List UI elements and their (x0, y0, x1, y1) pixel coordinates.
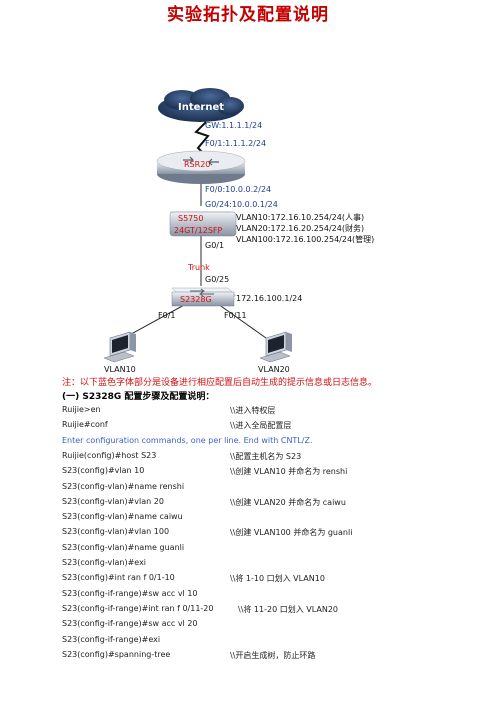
config-command: S23(config-vlan)#name guanli (62, 542, 185, 552)
link-access-left (123, 303, 187, 339)
config-comment: \\开启生成树，防止环路 (230, 650, 316, 660)
config-command: S23(config-vlan)#vlan 100 (62, 527, 170, 537)
config-command: S23(config-vlan)#exi (62, 558, 147, 567)
config-comment: \\配置主机名为 S23 (230, 451, 302, 461)
link-access-right (217, 303, 267, 339)
vlan20-pc-label: VLAN20 (258, 365, 290, 373)
vlan10-svi-label: VLAN10:172.16.10.254/24(人事) (236, 212, 364, 222)
serial-link-icon (194, 121, 210, 155)
vlan100-svi-label: VLAN100:172.16.100.254/24(管理) (236, 234, 374, 244)
internet-label: Internet (178, 102, 224, 113)
page-title: 实验拓扑及配置说明 (167, 5, 329, 25)
router-f01-label: F0/1:1.1.1.2/24 (205, 139, 266, 148)
config-comment: \\进入全局配置层 (230, 421, 292, 431)
config-command: Ruijie(config)#host S23 (62, 450, 157, 460)
config-command: S23(config-if-range)#int ran f 0/11-20 (62, 603, 214, 613)
config-comment: \\将 11-20 口划入 VLAN20 (238, 604, 339, 614)
config-command: S23(config-vlan)#name caiwu (62, 512, 183, 522)
access-switch-name: S2328G (180, 295, 212, 304)
vlan20-pc-icon (259, 331, 292, 363)
access-g025-label: G0/25 (205, 275, 229, 284)
color-legend-note: 注：以下蓝色字体部分是设备进行相应配置后自动生成的提示信息或日志信息。 (62, 378, 378, 388)
router-f00-label: F0/0:10.0.0.2/24 (205, 185, 271, 194)
config-comment: \\将 1-10 口划入 VLAN10 (230, 574, 325, 584)
config-command: S23(config-vlan)#name renshi (62, 481, 185, 491)
core-g01-label: G0/1 (205, 241, 224, 250)
config-command: S23(config)#spanning-tree (62, 649, 171, 659)
network-topology-diagram: Internet GW:1.1.1.1/24 F0/1:1.1.1.2/24 R… (103, 88, 374, 373)
config-command: S23(config)#int ran f 0/1-10 (62, 573, 175, 583)
vlan20-svi-label: VLAN20:172.16.20.254/24(财务) (236, 223, 364, 233)
config-command: Ruijie>en (62, 405, 101, 414)
core-switch-name-1: S5750 (178, 214, 203, 223)
router-icon (156, 150, 246, 184)
config-comment: \\创建 VLAN10 并命名为 renshi (230, 467, 348, 477)
config-command: S23(config-if-range)#sw acc vl 20 (62, 619, 198, 629)
access-ip-label: 172.16.100.1/24 (236, 294, 302, 303)
config-command: Enter configuration commands, one per li… (62, 435, 313, 445)
router-name: RSR20 (184, 160, 210, 169)
internet-cloud-icon (158, 88, 244, 122)
config-comment: \\创建 VLAN100 并命名为 guanli (230, 528, 353, 538)
config-comment: \\进入特权层 (230, 406, 276, 415)
gw-label: GW:1.1.1.1/24 (205, 121, 262, 130)
core-g024-label: G0/24:10.0.0.1/24 (205, 200, 278, 209)
access-switch-icon (171, 287, 237, 307)
vlan10-pc-icon (103, 331, 136, 363)
vlan10-pc-label: VLAN10 (104, 365, 136, 373)
config-comment: \\创建 VLAN20 并命名为 caiwu (230, 497, 346, 507)
section-heading: (一) S2328G 配置步骤及配置说明： (62, 392, 215, 402)
core-switch-name-2: 24GT/12SFP (174, 226, 223, 235)
config-command: S23(config-if-range)#exi (62, 634, 161, 644)
trunk-label: Trunk (187, 263, 210, 272)
config-command: Ruijie#conf (62, 420, 108, 430)
core-switch-icon (169, 211, 237, 237)
config-command: S23(config-if-range)#sw acc vl 10 (62, 588, 198, 598)
config-command: S23(config-vlan)#vlan 20 (62, 496, 164, 506)
access-f01-label: F0/1 (158, 311, 175, 320)
access-f011-label: F0/11 (224, 311, 247, 320)
config-command: S23(config)#vlan 10 (62, 466, 145, 476)
